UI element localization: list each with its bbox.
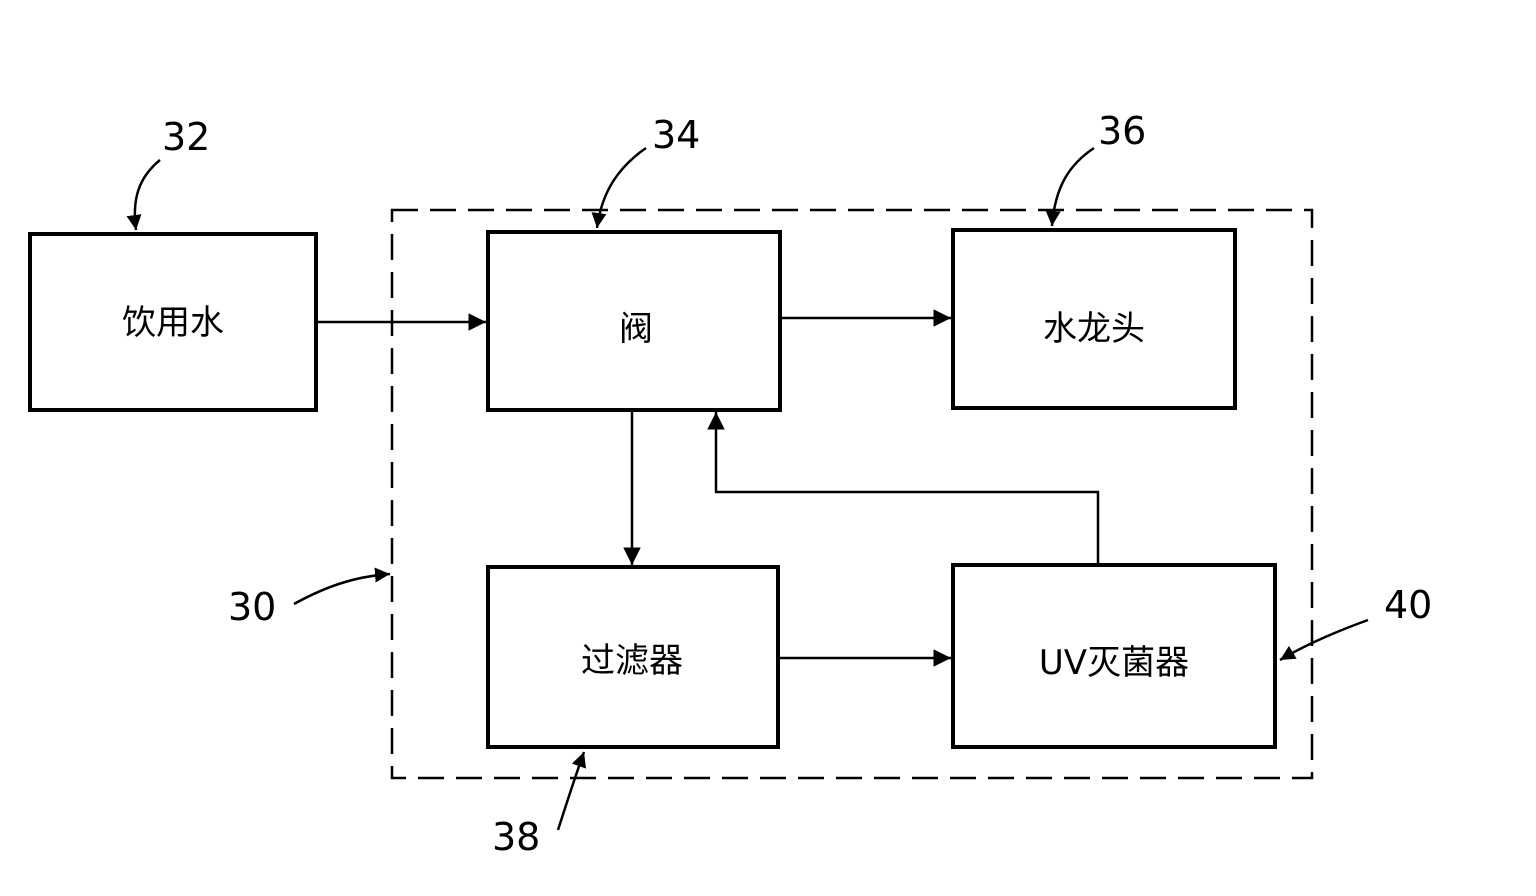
block-filter: 过滤器 [486,565,780,749]
leader-36 [1045,146,1095,227]
ref-38: 38 [492,815,540,859]
block-valve-label: 阀 [619,309,653,349]
block-drinking-water: 饮用水 [28,232,318,412]
leader-30 [293,567,391,606]
block-faucet-label: 水龙头 [1043,309,1145,349]
flow-uv-sterilizer-to-valve [707,412,1100,565]
leader-34 [591,146,647,229]
leader-32 [126,159,161,231]
ref-40: 40 [1384,583,1432,627]
block-faucet: 水龙头 [951,228,1237,410]
system-boundary [390,208,1314,780]
ref-30: 30 [228,585,276,629]
block-filter-label: 过滤器 [581,641,683,681]
block-valve: 阀 [486,230,782,412]
block-drinking-water-label: 饮用水 [122,303,224,343]
ref-32: 32 [162,115,210,159]
block-uv-sterilizer: UV灭菌器 [951,563,1277,749]
leader-40 [1279,618,1369,662]
leader-38 [556,751,587,831]
ref-34: 34 [652,113,700,157]
block-uv-sterilizer-label: UV灭菌器 [1039,643,1189,683]
ref-36: 36 [1098,109,1146,153]
